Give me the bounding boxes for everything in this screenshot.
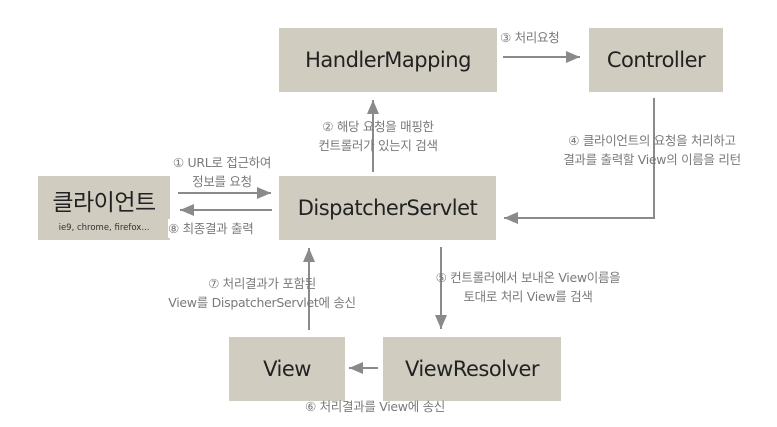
client-box: 클라이언트 ie9, chrome, firefox... (38, 176, 170, 240)
step7-line1: ⑦ 처리결과가 포함된 (208, 276, 316, 291)
step1-line1: ① URL로 접근하여 (172, 155, 272, 170)
step2-line1: ② 해당 요청을 매핑한 (322, 119, 434, 134)
step8-label: ⑧ 최종결과 출력 (168, 219, 254, 238)
step4-label: ④ 클라이언트의 요청을 처리하고 결과를 출력할 View의 이름을 리턴 (527, 131, 777, 169)
step2-line2: 컨트롤러가 있는지 검색 (318, 138, 438, 153)
dispatcher-servlet-label: DispatcherServlet (297, 196, 478, 220)
step6-label: ⑥ 처리결과를 View에 송신 (305, 399, 445, 414)
dispatcher-servlet-box: DispatcherServlet (279, 176, 496, 240)
client-sublabel: ie9, chrome, firefox... (58, 223, 150, 233)
step5-line2: 토대로 처리 View를 검색 (463, 289, 593, 304)
handler-mapping-box: HandlerMapping (279, 28, 497, 92)
controller-label: Controller (606, 48, 706, 72)
step3-label: ③ 처리요청 (500, 30, 560, 45)
step1-label: ① URL로 접근하여 정보를 요청 (142, 153, 302, 191)
step4-line2: 결과를 출력할 View의 이름을 리턴 (563, 152, 741, 167)
view-label: View (263, 357, 311, 381)
step5-line1: ⑤ 컨트롤러에서 보내온 View이름을 (435, 270, 621, 285)
controller-box: Controller (589, 28, 723, 92)
view-resolver-label: ViewResolver (404, 357, 540, 381)
client-label: 클라이언트 (52, 190, 156, 216)
step2-label: ② 해당 요청을 매핑한 컨트롤러가 있는지 검색 (278, 117, 478, 155)
view-box: View (229, 337, 345, 401)
step7-label: ⑦ 처리결과가 포함된 View를 DispatcherServlet에 송신 (142, 274, 382, 312)
step5-label: ⑤ 컨트롤러에서 보내온 View이름을 토대로 처리 View를 검색 (403, 268, 653, 306)
arrow-controller-to-ds (504, 98, 655, 224)
step1-line2: 정보를 요청 (192, 174, 252, 189)
handler-mapping-label: HandlerMapping (305, 48, 471, 72)
step4-line1: ④ 클라이언트의 요청을 처리하고 (568, 133, 736, 148)
step7-line2: View를 DispatcherServlet에 송신 (168, 295, 356, 310)
view-resolver-box: ViewResolver (383, 337, 561, 401)
